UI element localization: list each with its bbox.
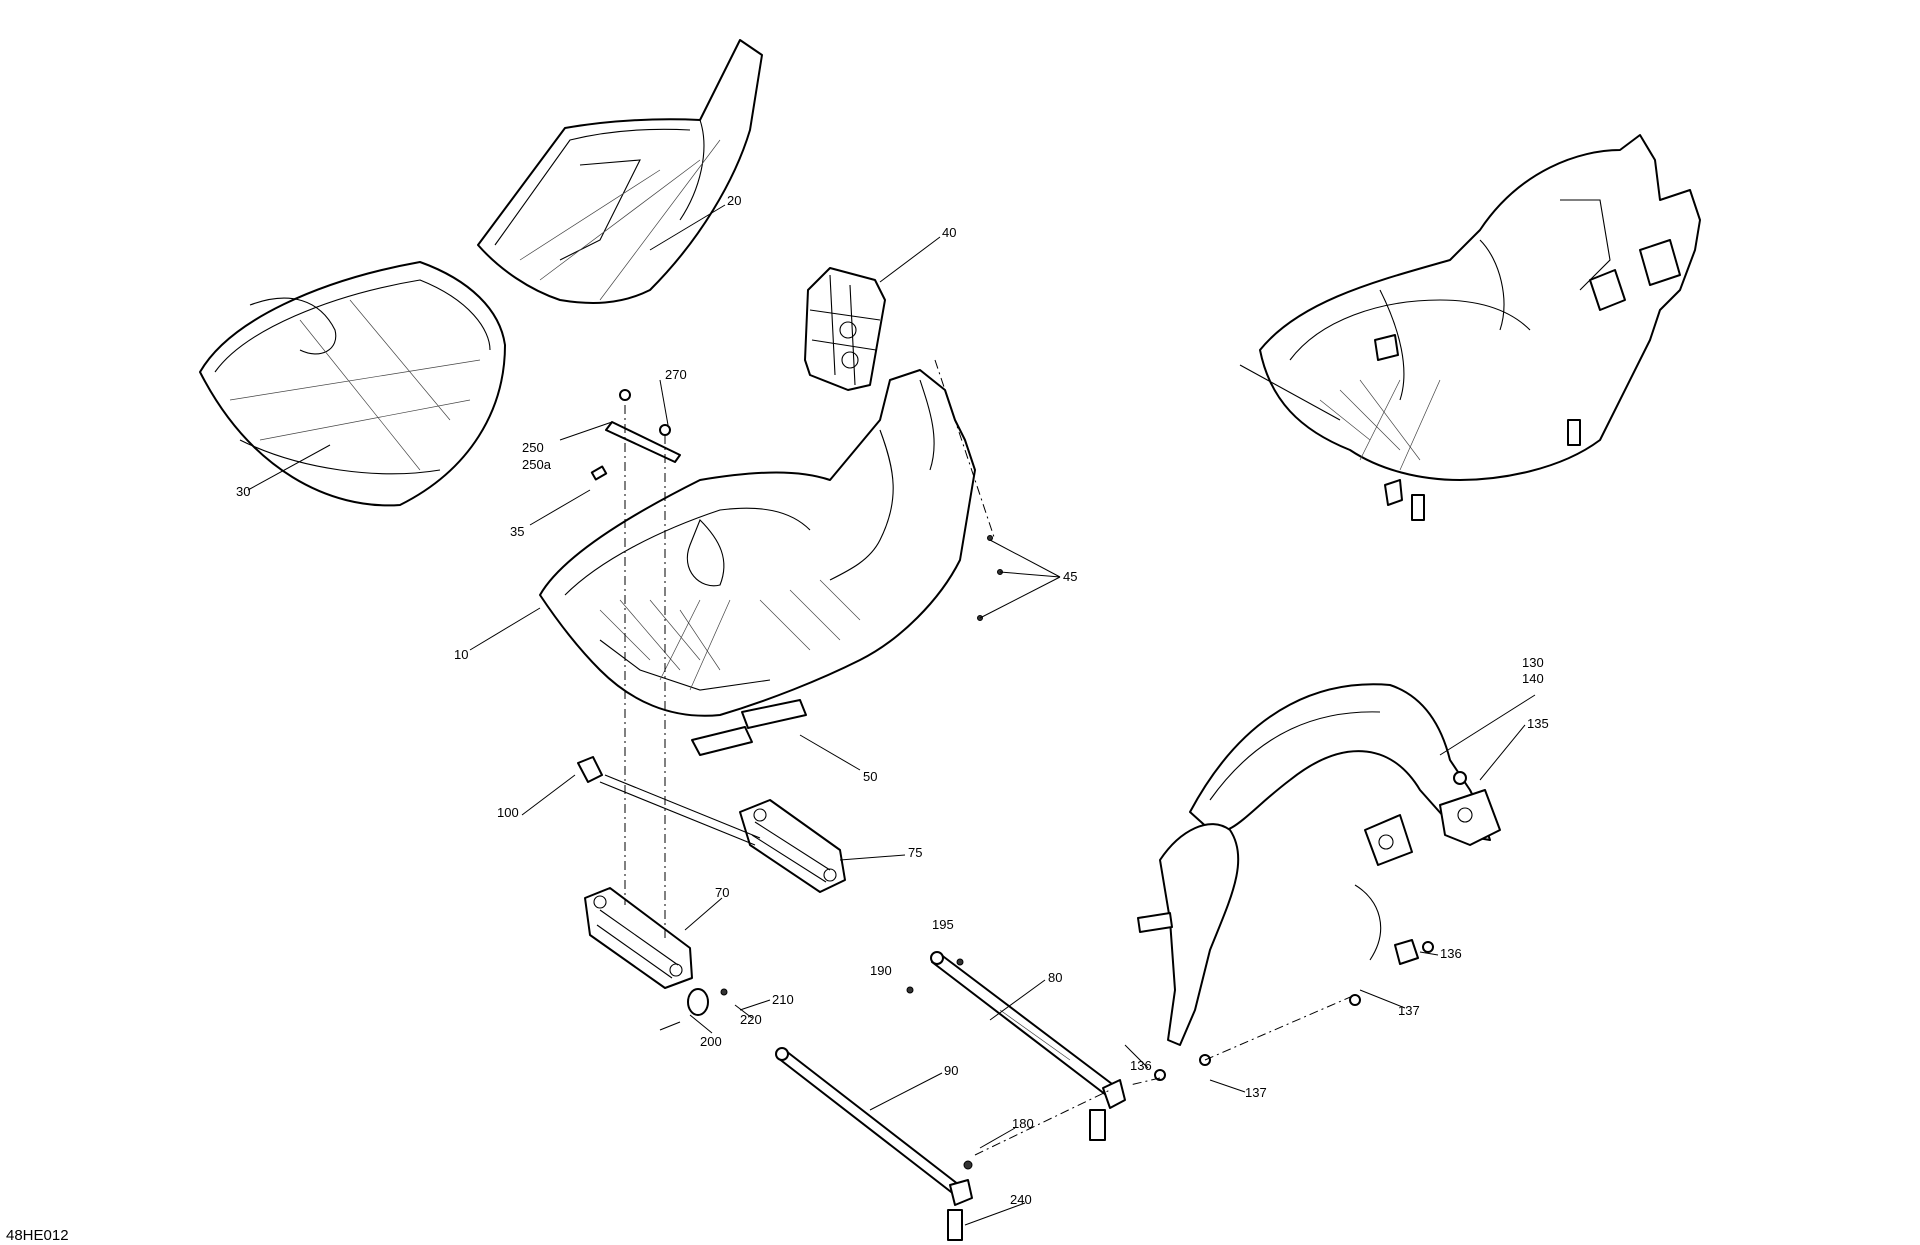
callout-75: 75 xyxy=(908,845,922,860)
headrest-pad-part-40 xyxy=(804,267,886,391)
callout-90: 90 xyxy=(944,1063,958,1078)
assembly-centerlines xyxy=(624,359,1356,1156)
mounting-bar-part-90 xyxy=(775,1047,973,1241)
bracket-part-250 xyxy=(605,389,681,463)
hardware-parts-136-137 xyxy=(1154,939,1434,1081)
seat-shell-part-10 xyxy=(539,369,976,717)
callout-136-top: 136 xyxy=(1130,1058,1152,1073)
callout-70: 70 xyxy=(715,885,729,900)
release-handle-part-100 xyxy=(577,756,761,846)
callout-50: 50 xyxy=(863,769,877,784)
callout-180: 180 xyxy=(1012,1116,1034,1131)
assembled-seat-view xyxy=(1239,134,1701,521)
callout-labels: 20 40 270 250 250a 30 35 45 10 130 140 1… xyxy=(236,193,1549,1207)
callout-137-top: 137 xyxy=(1398,1003,1420,1018)
callout-80: 80 xyxy=(1048,970,1062,985)
mounting-bar-part-80 xyxy=(906,951,1126,1141)
hardware-parts-200-210-220 xyxy=(659,988,728,1031)
callout-195: 195 xyxy=(932,917,954,932)
callout-210: 210 xyxy=(772,992,794,1007)
callout-240: 240 xyxy=(1010,1192,1032,1207)
callout-45: 45 xyxy=(1063,569,1077,584)
callout-200: 200 xyxy=(700,1034,722,1049)
figure-code: 48HE012 xyxy=(6,1227,69,1244)
callout-20: 20 xyxy=(727,193,741,208)
labels-part-50 xyxy=(691,699,807,756)
callout-30: 30 xyxy=(236,484,250,499)
screws-part-45 xyxy=(977,535,1003,621)
callout-leader-lines xyxy=(247,204,1536,1226)
callout-40: 40 xyxy=(942,225,956,240)
callout-270: 270 xyxy=(665,367,687,382)
seat-cushion-part-30 xyxy=(199,261,506,507)
callout-250a: 250a xyxy=(522,457,552,472)
callout-140: 140 xyxy=(1522,671,1544,686)
clip-part-35 xyxy=(590,465,608,481)
callout-136-right: 136 xyxy=(1440,946,1462,961)
callout-137-bottom: 137 xyxy=(1245,1085,1267,1100)
callout-35: 35 xyxy=(510,524,524,539)
callout-130: 130 xyxy=(1522,655,1544,670)
seat-belt-assembly-part-130 xyxy=(1137,683,1501,1046)
callout-220: 220 xyxy=(740,1012,762,1027)
callout-250: 250 xyxy=(522,440,544,455)
callout-100: 100 xyxy=(497,805,519,820)
seat-backrest-cushion-part-20 xyxy=(477,39,763,304)
slide-rail-part-75 xyxy=(739,799,846,893)
callout-135: 135 xyxy=(1527,716,1549,731)
slide-rail-part-70 xyxy=(584,887,693,989)
callout-190: 190 xyxy=(870,963,892,978)
callout-10: 10 xyxy=(454,647,468,662)
